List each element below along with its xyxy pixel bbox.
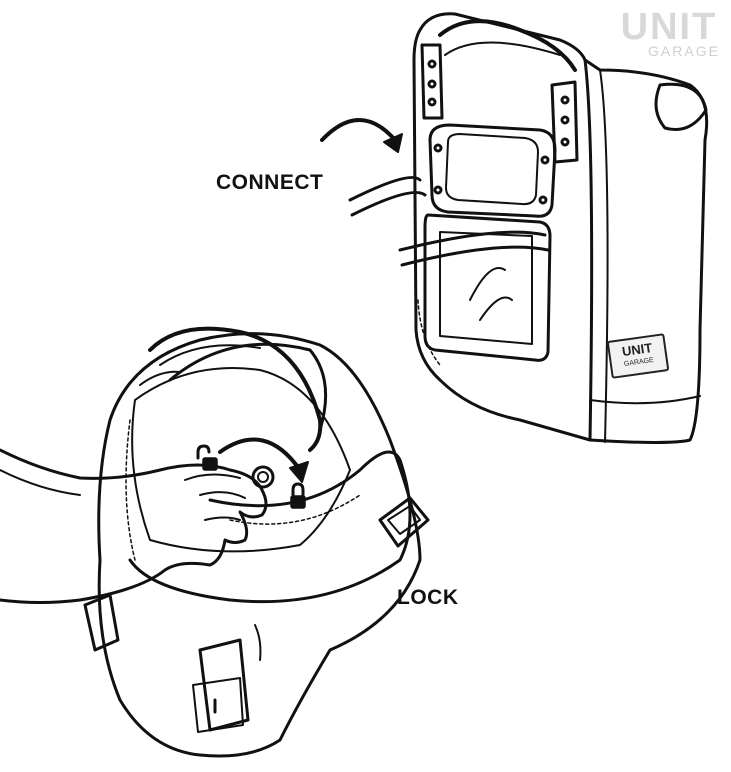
logo-sub-text: GARAGE [648, 43, 720, 59]
open-bag [83, 326, 430, 758]
logo-main-text: UNIT [620, 6, 718, 48]
locked-padlock-icon [290, 482, 306, 509]
unlocked-padlock-icon [196, 444, 218, 471]
connect-label: CONNECT [216, 171, 324, 194]
pannier-bag [348, 12, 709, 444]
lock-label: LOCK [397, 586, 459, 609]
bag-badge: UNIT GARAGE [606, 333, 670, 379]
hand-illustration [0, 448, 268, 604]
keyhole-lock [251, 465, 275, 489]
curved-arrow-icon [218, 437, 302, 472]
brand-logo: UNIT GARAGE [614, 8, 724, 58]
curved-arrow-icon [320, 118, 397, 142]
